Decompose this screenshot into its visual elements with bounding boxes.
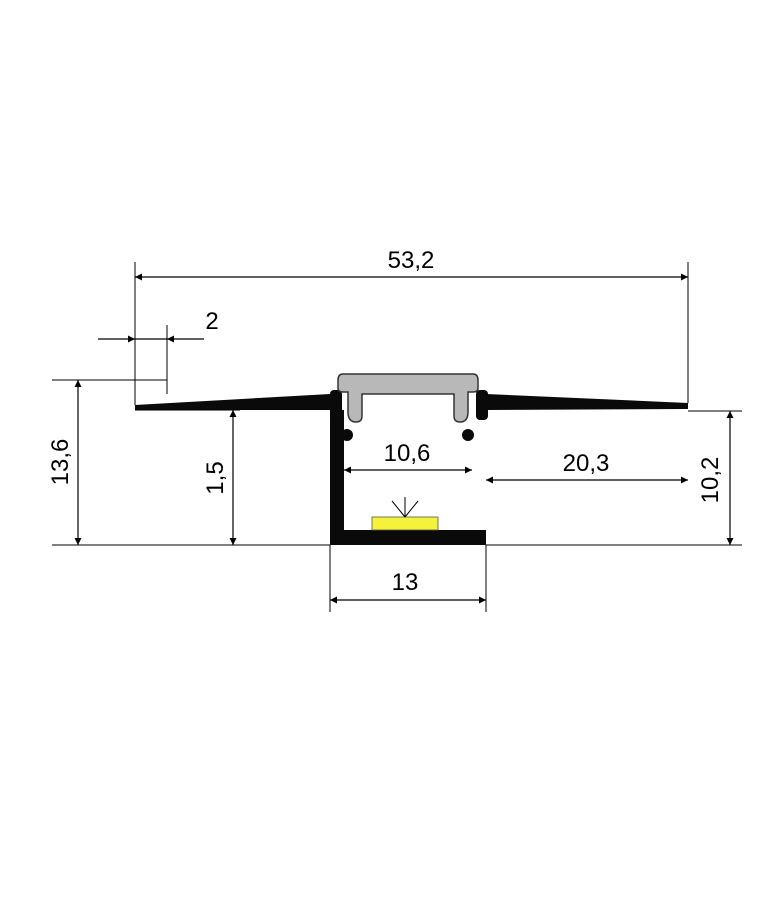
diffuser-cover [337, 373, 479, 423]
channel-height-label: 10,2 [697, 457, 724, 504]
aluminium-profile-body [135, 394, 688, 545]
led-strip [371, 516, 439, 531]
diffuser-clip-left [330, 390, 353, 441]
channel-inner-width-label: 10,6 [384, 440, 431, 467]
total-height-label: 13,6 [47, 439, 74, 486]
wing-width-label: 20,3 [563, 450, 610, 477]
diffuser-clip-right [462, 390, 488, 441]
overall-width-label: 53,2 [388, 247, 435, 274]
extension-lines [52, 262, 742, 612]
flange-thickness-label: 2 [205, 308, 218, 335]
channel-outer-width-label: 13 [392, 569, 419, 596]
flange-offset-label: 1,5 [202, 461, 229, 494]
light-rays-icon [391, 497, 419, 518]
